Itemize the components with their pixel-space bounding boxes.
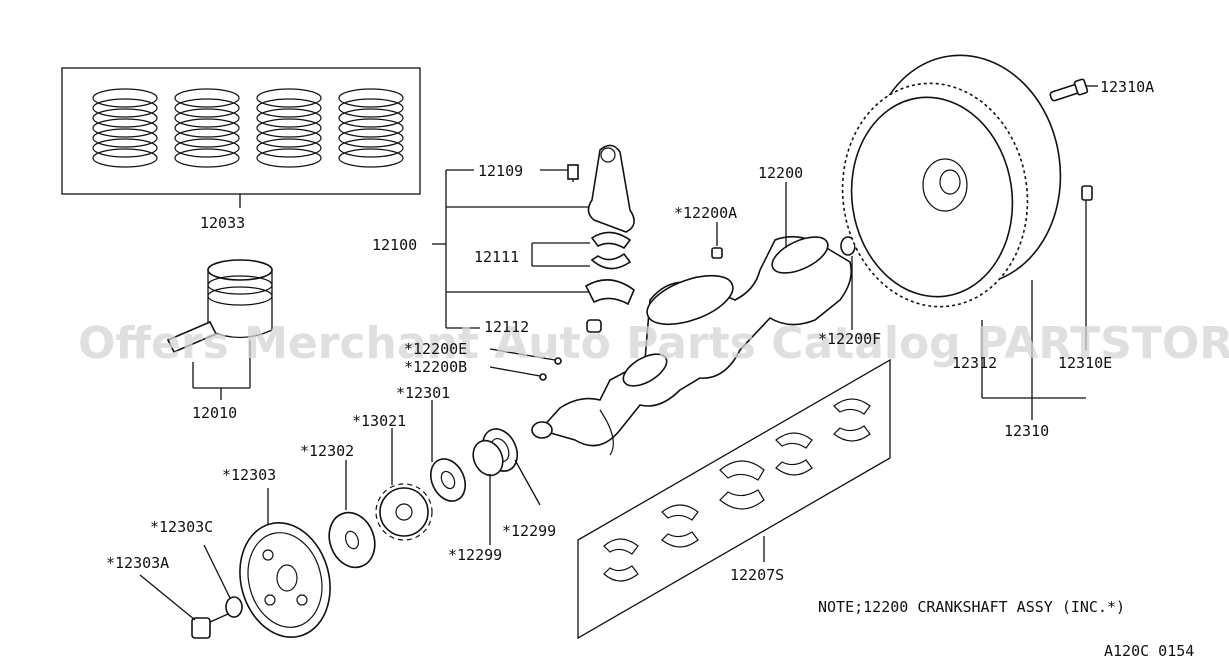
front-pulley-parts <box>139 400 541 639</box>
label-12303: *12303 <box>222 466 276 484</box>
label-13021: *13021 <box>352 412 406 430</box>
label-12100: 12100 <box>372 236 417 254</box>
flywheel <box>841 54 1098 420</box>
label-12207S: 12207S <box>730 566 784 584</box>
label-12299-right: *12299 <box>502 522 556 540</box>
label-12310: 12310 <box>1004 422 1049 440</box>
label-12299-left: *12299 <box>448 546 502 564</box>
label-12200E: *12200E <box>404 340 467 358</box>
label-12302: *12302 <box>300 442 354 460</box>
piston-ring-set <box>61 67 421 208</box>
label-12310A: 12310A <box>1100 78 1154 96</box>
label-12312: 12312 <box>952 354 997 372</box>
label-12033: 12033 <box>200 214 245 232</box>
label-12111: 12111 <box>474 248 519 266</box>
label-12310E: 12310E <box>1058 354 1112 372</box>
label-12109: 12109 <box>478 162 523 180</box>
label-12301: *12301 <box>396 384 450 402</box>
label-12200F: *12200F <box>818 330 881 348</box>
label-12200B: *12200B <box>404 358 467 376</box>
connecting-rod-group <box>432 144 635 333</box>
label-12112: 12112 <box>484 318 529 336</box>
watermark: Offers Merchant Auto Parts Catalog PARTS… <box>78 318 1229 369</box>
label-12303A: *12303A <box>106 554 169 572</box>
note-text: NOTE;12200 CRANKSHAFT ASSY (INC.*) <box>818 598 1125 616</box>
label-12200: 12200 <box>758 164 803 182</box>
catalog-code: A120C 0154 <box>1104 642 1194 660</box>
label-12010: 12010 <box>192 404 237 422</box>
crankshaft <box>489 182 856 456</box>
label-12200A: *12200A <box>674 204 737 222</box>
label-12303C: *12303C <box>150 518 213 536</box>
piston <box>166 259 273 400</box>
main-bearing-set <box>577 358 891 640</box>
